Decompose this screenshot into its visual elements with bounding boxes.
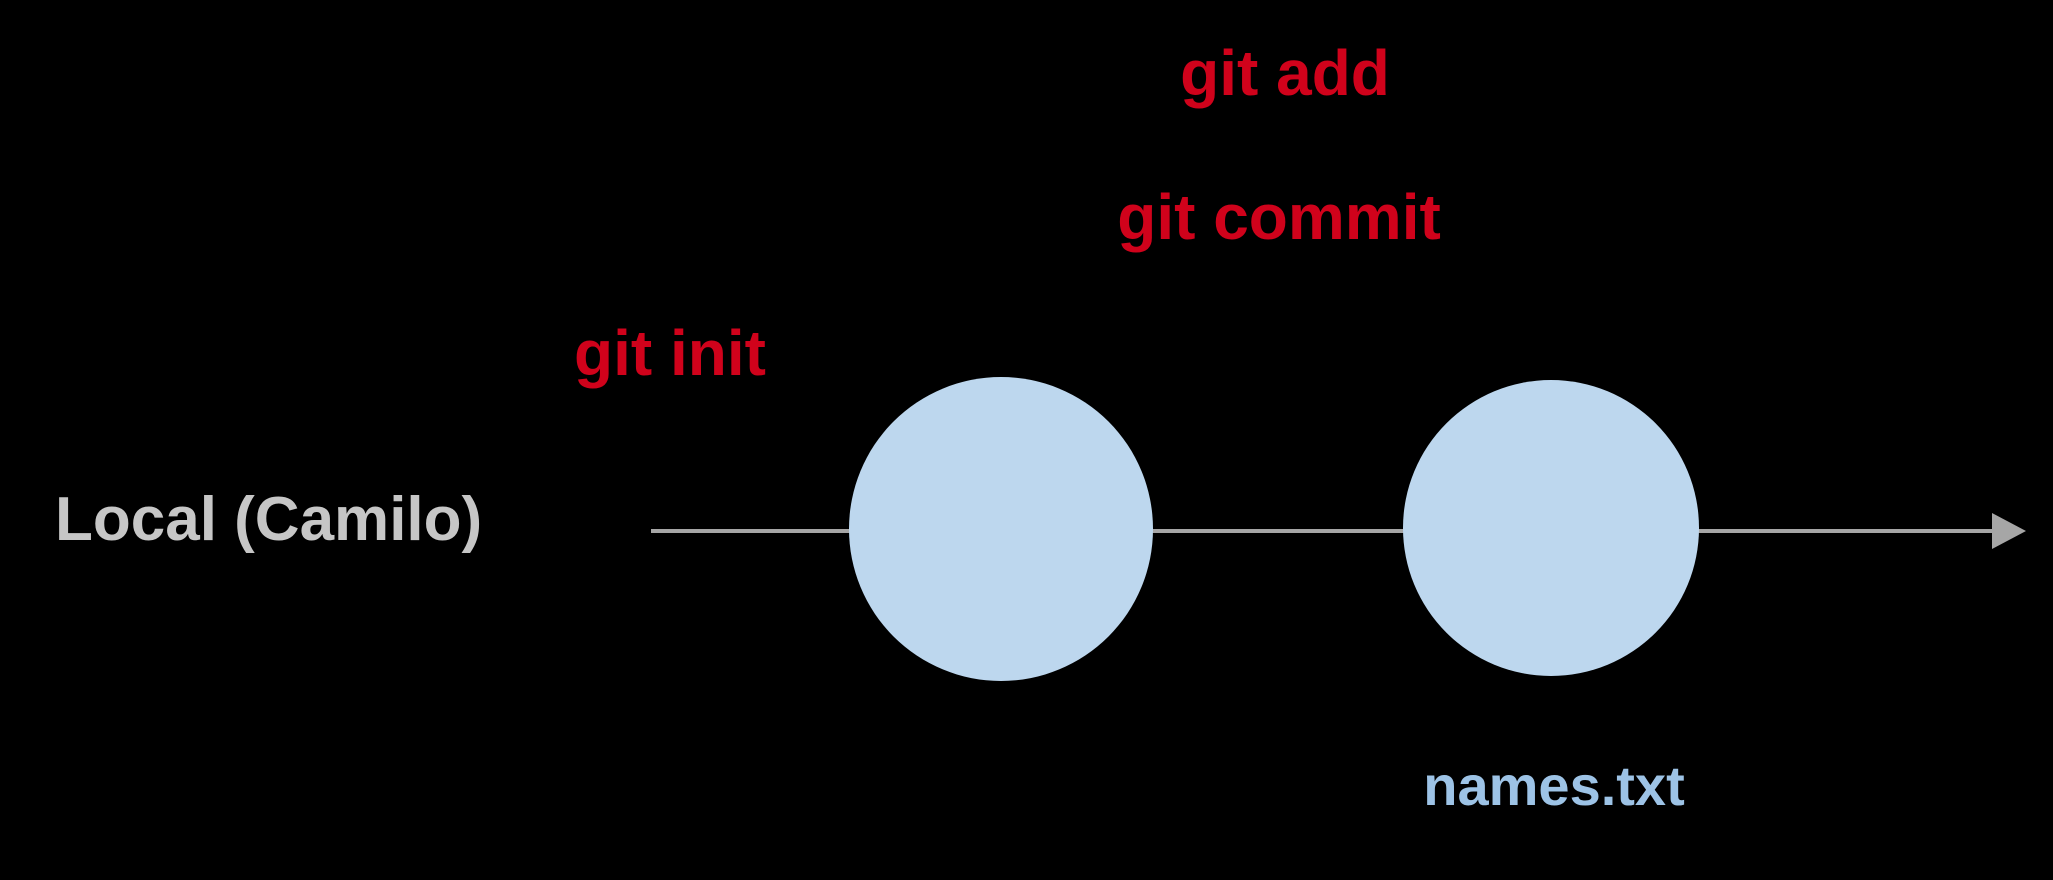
branch-label: Local (Camilo) [55, 485, 483, 554]
git-add-label: git add [1180, 37, 1390, 109]
arrowhead-icon [1992, 513, 2026, 549]
file-label: names.txt [1423, 754, 1685, 817]
git-init-label: git init [574, 317, 766, 389]
git-commit-label: git commit [1117, 181, 1441, 253]
commit-node-1 [849, 377, 1153, 681]
commit-node-2 [1403, 380, 1699, 676]
